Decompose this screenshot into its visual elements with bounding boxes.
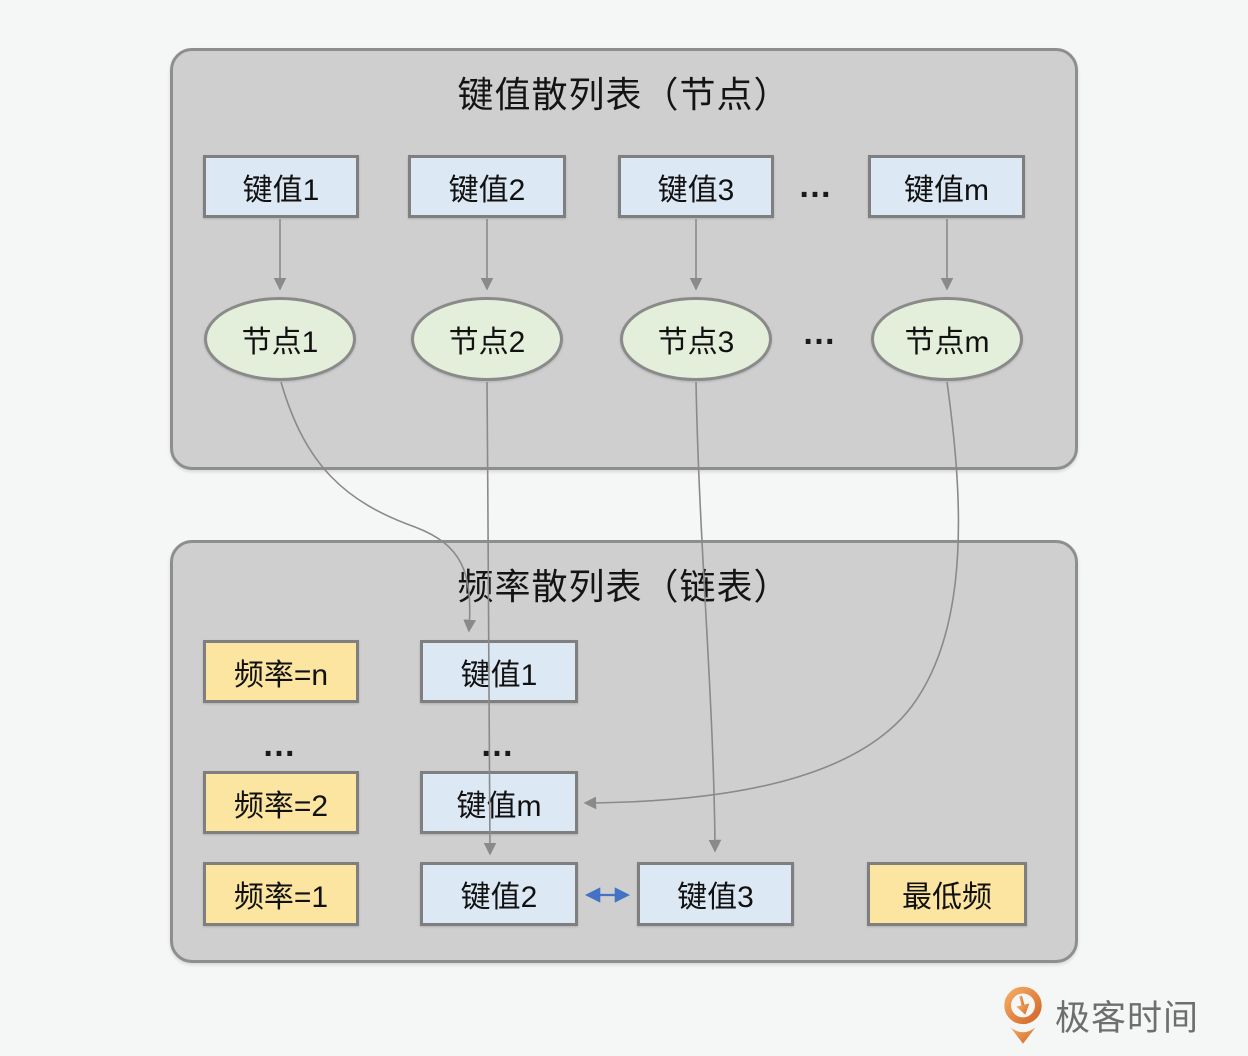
freq-box-1: 频率=1 — [203, 862, 359, 926]
freq-column-ellipsis: … — [262, 726, 298, 764]
top-key-box-3: 键值3 — [618, 155, 774, 218]
node-ellipse-2: 节点2 — [411, 297, 563, 381]
key-hash-panel-title: 键值散列表（节点） — [457, 74, 791, 115]
key-column-ellipsis: … — [480, 726, 516, 764]
freq-box-n: 频率=n — [203, 640, 359, 703]
freq-box-2: 频率=2 — [203, 771, 359, 834]
node-ellipse-m: 节点m — [871, 297, 1023, 381]
geektime-logo-text: 极客时间 — [1055, 998, 1200, 1038]
geektime-logo-icon — [1004, 986, 1042, 1044]
node-ellipse-1: 节点1 — [204, 297, 356, 381]
lowest-freq-box: 最低频 — [867, 862, 1027, 926]
bottom-key-box-1: 键值1 — [420, 640, 578, 703]
top-key-box-m: 键值m — [868, 155, 1025, 218]
node-ellipse-3: 节点3 — [620, 297, 772, 381]
bottom-key-box-3: 键值3 — [637, 862, 794, 926]
top-key-box-2: 键值2 — [408, 155, 566, 218]
bottom-key-box-2: 键值2 — [420, 862, 578, 926]
top-keys-ellipsis: … — [798, 167, 834, 205]
top-key-box-1: 键值1 — [203, 155, 359, 218]
top-nodes-ellipsis: … — [802, 314, 838, 352]
bottom-key-box-m: 键值m — [420, 771, 578, 834]
geektime-logo: 极客时间 — [1000, 982, 1199, 1048]
freq-hash-panel-title: 频率散列表（链表） — [457, 566, 791, 607]
